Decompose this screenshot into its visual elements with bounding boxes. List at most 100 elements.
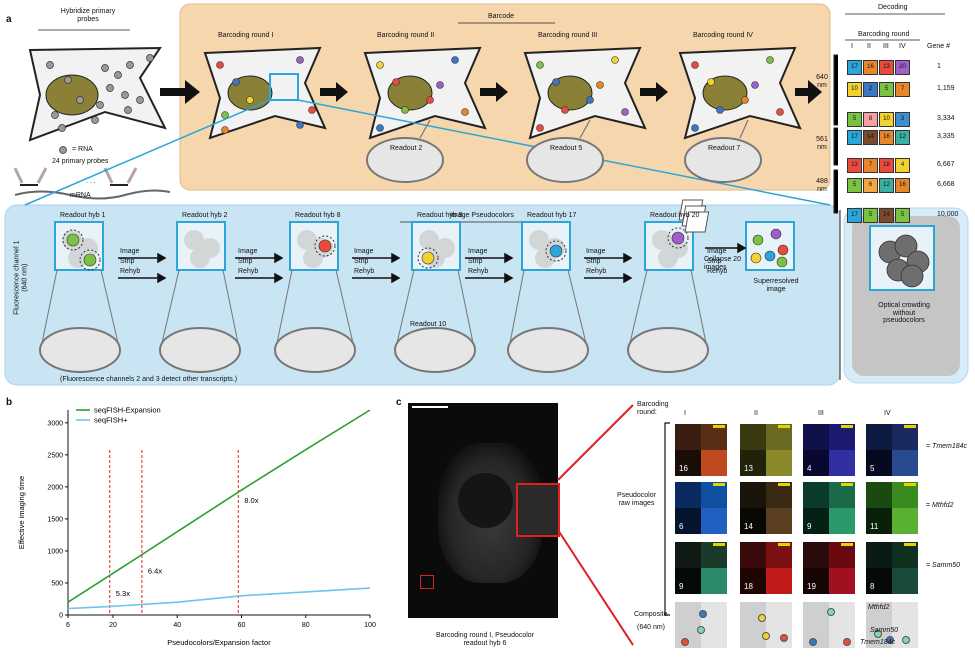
scale-bar — [778, 425, 790, 428]
probe-ellipsis: . . . — [86, 178, 96, 185]
ratio-annotation: 8.0x — [244, 496, 258, 505]
composite-dot — [699, 610, 707, 618]
nucleus — [45, 74, 99, 116]
legend-label: seqFISH+ — [94, 416, 128, 425]
composite-dot — [762, 632, 770, 640]
gene-samm-eq: = Samm50 — [926, 562, 961, 569]
x-tick-label: 20 — [109, 622, 117, 629]
raw-image-tile: 14 — [740, 482, 792, 534]
scale-bar — [841, 483, 853, 486]
round-1-label: Barcoding round I — [218, 32, 274, 39]
legend-label: seqFISH-Expansion — [94, 406, 161, 415]
composite-nm: (640 nm) — [637, 624, 666, 631]
scale-bar — [841, 543, 853, 546]
x-tick-label: 100 — [364, 622, 376, 629]
decoding-code: 12 — [895, 130, 910, 145]
decoding-code: 2 — [863, 82, 878, 97]
decoding-code: 3 — [895, 112, 910, 127]
step-label: Strip — [354, 258, 369, 265]
raw-image-tile: 5 — [866, 424, 918, 476]
step-label: Image — [707, 248, 727, 255]
col-iv: IV — [884, 410, 891, 417]
tile-number: 8 — [870, 582, 875, 591]
decoding-gene: 6,668 — [937, 181, 955, 188]
hyb-20-label: Readout hyb 20 — [650, 212, 700, 219]
decoding-code: 5 — [879, 82, 894, 97]
superresolved-label: Superresolved image — [753, 278, 799, 293]
raw-image-tile: 11 — [866, 482, 918, 534]
decoding-gene: 3,334 — [937, 115, 955, 122]
x-tick-label: 6 — [66, 622, 70, 629]
decoding-code: 5 — [863, 208, 878, 223]
step-label: Strip — [238, 258, 253, 265]
y-tick-label: 500 — [51, 580, 63, 587]
gene-mthfd: Mthfd2 — [932, 502, 954, 509]
tile-number: 11 — [870, 522, 879, 531]
scale-bar — [412, 406, 448, 408]
readout-2-label: Readout 2 — [390, 145, 423, 152]
decoding-code: 13 — [847, 158, 862, 173]
raw-image-tile: 6 — [675, 482, 727, 534]
y-tick-label: 3000 — [47, 420, 63, 427]
gene-samm: Samm50 — [932, 562, 961, 569]
scale-bar — [713, 543, 725, 546]
y-tick-label: 2500 — [47, 452, 63, 459]
decoding-code: 10 — [879, 112, 894, 127]
y-tick-label: 1500 — [47, 516, 63, 523]
round-3-label: Barcoding round III — [538, 32, 598, 39]
decoding-code: 16 — [863, 60, 878, 75]
decoding-code: 7 — [863, 158, 878, 173]
panel-b-letter: b — [6, 397, 13, 408]
composite-dot — [827, 608, 835, 616]
series-line — [67, 409, 371, 603]
readout-7-label: Readout 7 — [708, 145, 741, 152]
decoding-gene: 1 — [937, 63, 941, 70]
scale-bar — [904, 425, 916, 428]
step-label: Image — [354, 248, 374, 255]
hybridize-label: Hybridize primary probes — [60, 8, 116, 23]
dec-h-2: II — [867, 43, 871, 50]
raw-image-tile: 9 — [803, 482, 855, 534]
panel-c-letter: c — [396, 397, 402, 408]
tile-number: 14 — [744, 522, 753, 531]
decoding-subtitle: Barcoding round — [858, 31, 910, 38]
step-label: Rehyb — [707, 268, 728, 275]
decoding-code: 5 — [895, 208, 910, 223]
composite-tile — [803, 602, 855, 648]
footnote: (Fluorescence channels 2 and 3 detect ot… — [60, 376, 238, 383]
composite-dot — [874, 630, 882, 638]
composite-dot — [681, 638, 689, 646]
step-label: Image — [468, 248, 488, 255]
step-label: Strip — [586, 258, 601, 265]
y-axis-label: Effective imaging time — [17, 476, 26, 549]
barcode-title: Barcode — [488, 13, 515, 20]
scale-bar — [904, 543, 916, 546]
channel-640: 640 nm — [816, 74, 828, 89]
step-label: Image — [120, 248, 140, 255]
gene-mthfd-eq: = Mthfd2 — [926, 502, 954, 509]
composite-dot — [697, 626, 705, 634]
barcode-box — [179, 3, 831, 191]
raw-image-tile: 9 — [675, 542, 727, 594]
decoding-code: 16 — [879, 130, 894, 145]
channel-488: 488 nm — [816, 178, 828, 193]
step-label: Rehyb — [354, 268, 375, 275]
ratio-annotation: 5.3x — [116, 589, 130, 598]
step-label: Strip — [120, 258, 135, 265]
decoding-code: 18 — [879, 158, 894, 173]
decoding-code: 7 — [895, 82, 910, 97]
tile-number: 9 — [679, 582, 684, 591]
gene-tmem-eq: = Tmem184c — [926, 443, 968, 450]
hyb-2-label: Readout hyb 2 — [182, 212, 228, 219]
scale-bar — [713, 483, 725, 486]
hyb-17-label: Readout hyb 17 — [527, 212, 577, 219]
scale-bar — [841, 425, 853, 428]
raw-images-label: Pseudocolor raw images — [617, 492, 656, 507]
round-2-label: Barcoding round II — [377, 32, 435, 39]
step-label: Rehyb — [120, 268, 141, 275]
tile-number: 13 — [744, 464, 753, 473]
y-tick-label: 2000 — [47, 484, 63, 491]
raw-image-tile: 19 — [803, 542, 855, 594]
col-i: I — [684, 410, 686, 417]
readout-10-label: Readout 10 — [410, 321, 447, 328]
